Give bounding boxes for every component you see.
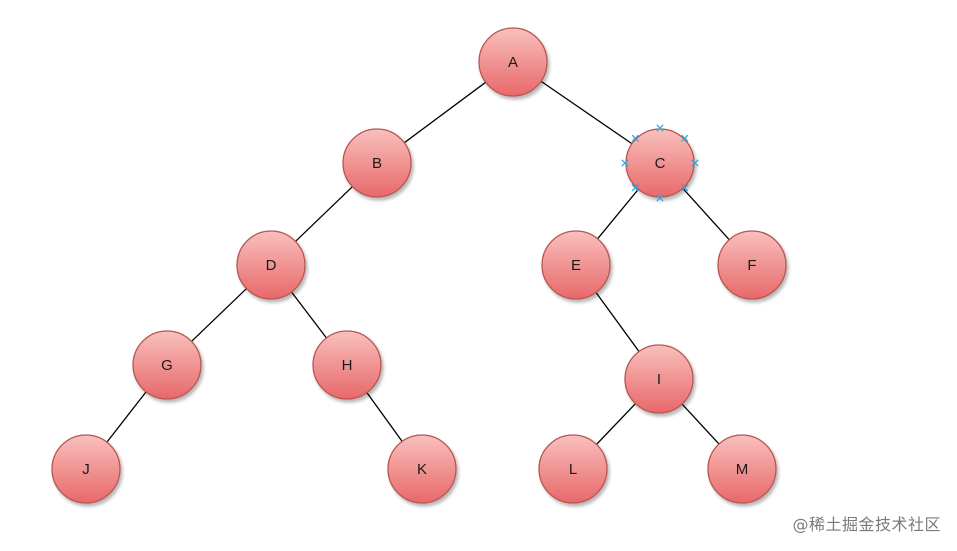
selection-handle[interactable]: [656, 194, 664, 202]
node-circle[interactable]: [312, 330, 382, 400]
node-j[interactable]: J: [51, 434, 121, 504]
node-circle[interactable]: [541, 230, 611, 300]
node-label: B: [372, 155, 382, 172]
node-label: I: [657, 371, 661, 388]
edge-e-i[interactable]: [594, 290, 641, 354]
edge-c-f[interactable]: [680, 186, 732, 242]
node-label: F: [747, 257, 756, 274]
node-f[interactable]: F: [717, 230, 787, 300]
node-label: J: [82, 461, 90, 478]
node-circle[interactable]: [717, 230, 787, 300]
node-label: G: [161, 357, 173, 374]
nodes-layer: A B C D E F G H I J K L M: [51, 27, 787, 504]
node-circle[interactable]: [538, 434, 608, 504]
edge-b-d[interactable]: [293, 184, 355, 244]
selection-handles: [621, 124, 699, 202]
node-label: K: [417, 461, 427, 478]
node-k[interactable]: K: [387, 434, 457, 504]
edge-d-h[interactable]: [289, 290, 329, 340]
node-label: D: [266, 257, 277, 274]
selection-handle[interactable]: [681, 184, 689, 192]
node-circle[interactable]: [132, 330, 202, 400]
selection-handle[interactable]: [631, 134, 639, 142]
node-h[interactable]: H: [312, 330, 382, 400]
node-circle[interactable]: [624, 344, 694, 414]
node-c[interactable]: C: [625, 128, 695, 198]
node-a[interactable]: A: [478, 27, 548, 97]
node-circle[interactable]: [342, 128, 412, 198]
edge-c-e[interactable]: [595, 187, 641, 241]
node-d[interactable]: D: [236, 230, 306, 300]
selection-handle[interactable]: [621, 159, 629, 167]
node-label: E: [571, 257, 581, 274]
node-circle[interactable]: [478, 27, 548, 97]
node-circle[interactable]: [707, 434, 777, 504]
node-circle[interactable]: [625, 128, 695, 198]
edge-i-m[interactable]: [680, 402, 721, 446]
node-circle[interactable]: [387, 434, 457, 504]
selection-handle[interactable]: [681, 134, 689, 142]
node-g[interactable]: G: [132, 330, 202, 400]
watermark: @稀土掘金技术社区: [792, 515, 941, 534]
selection-handle[interactable]: [656, 124, 664, 132]
edge-g-j[interactable]: [105, 389, 148, 445]
edge-a-b[interactable]: [402, 80, 488, 145]
edge-i-l[interactable]: [594, 401, 638, 447]
node-circle[interactable]: [236, 230, 306, 300]
node-label: C: [655, 155, 666, 172]
node-b[interactable]: B: [342, 128, 412, 198]
selection-handle[interactable]: [631, 184, 639, 192]
node-e[interactable]: E: [541, 230, 611, 300]
node-label: A: [508, 54, 518, 71]
node-circle[interactable]: [51, 434, 121, 504]
edge-a-c[interactable]: [539, 79, 634, 146]
selection-handle[interactable]: [691, 159, 699, 167]
node-m[interactable]: M: [707, 434, 777, 504]
node-i[interactable]: I: [624, 344, 694, 414]
node-label: H: [342, 357, 353, 374]
edges-layer: [105, 79, 732, 447]
node-l[interactable]: L: [538, 434, 608, 504]
node-label: M: [736, 461, 749, 478]
edge-d-g[interactable]: [189, 286, 249, 344]
node-label: L: [569, 461, 577, 478]
edge-h-k[interactable]: [365, 390, 404, 444]
